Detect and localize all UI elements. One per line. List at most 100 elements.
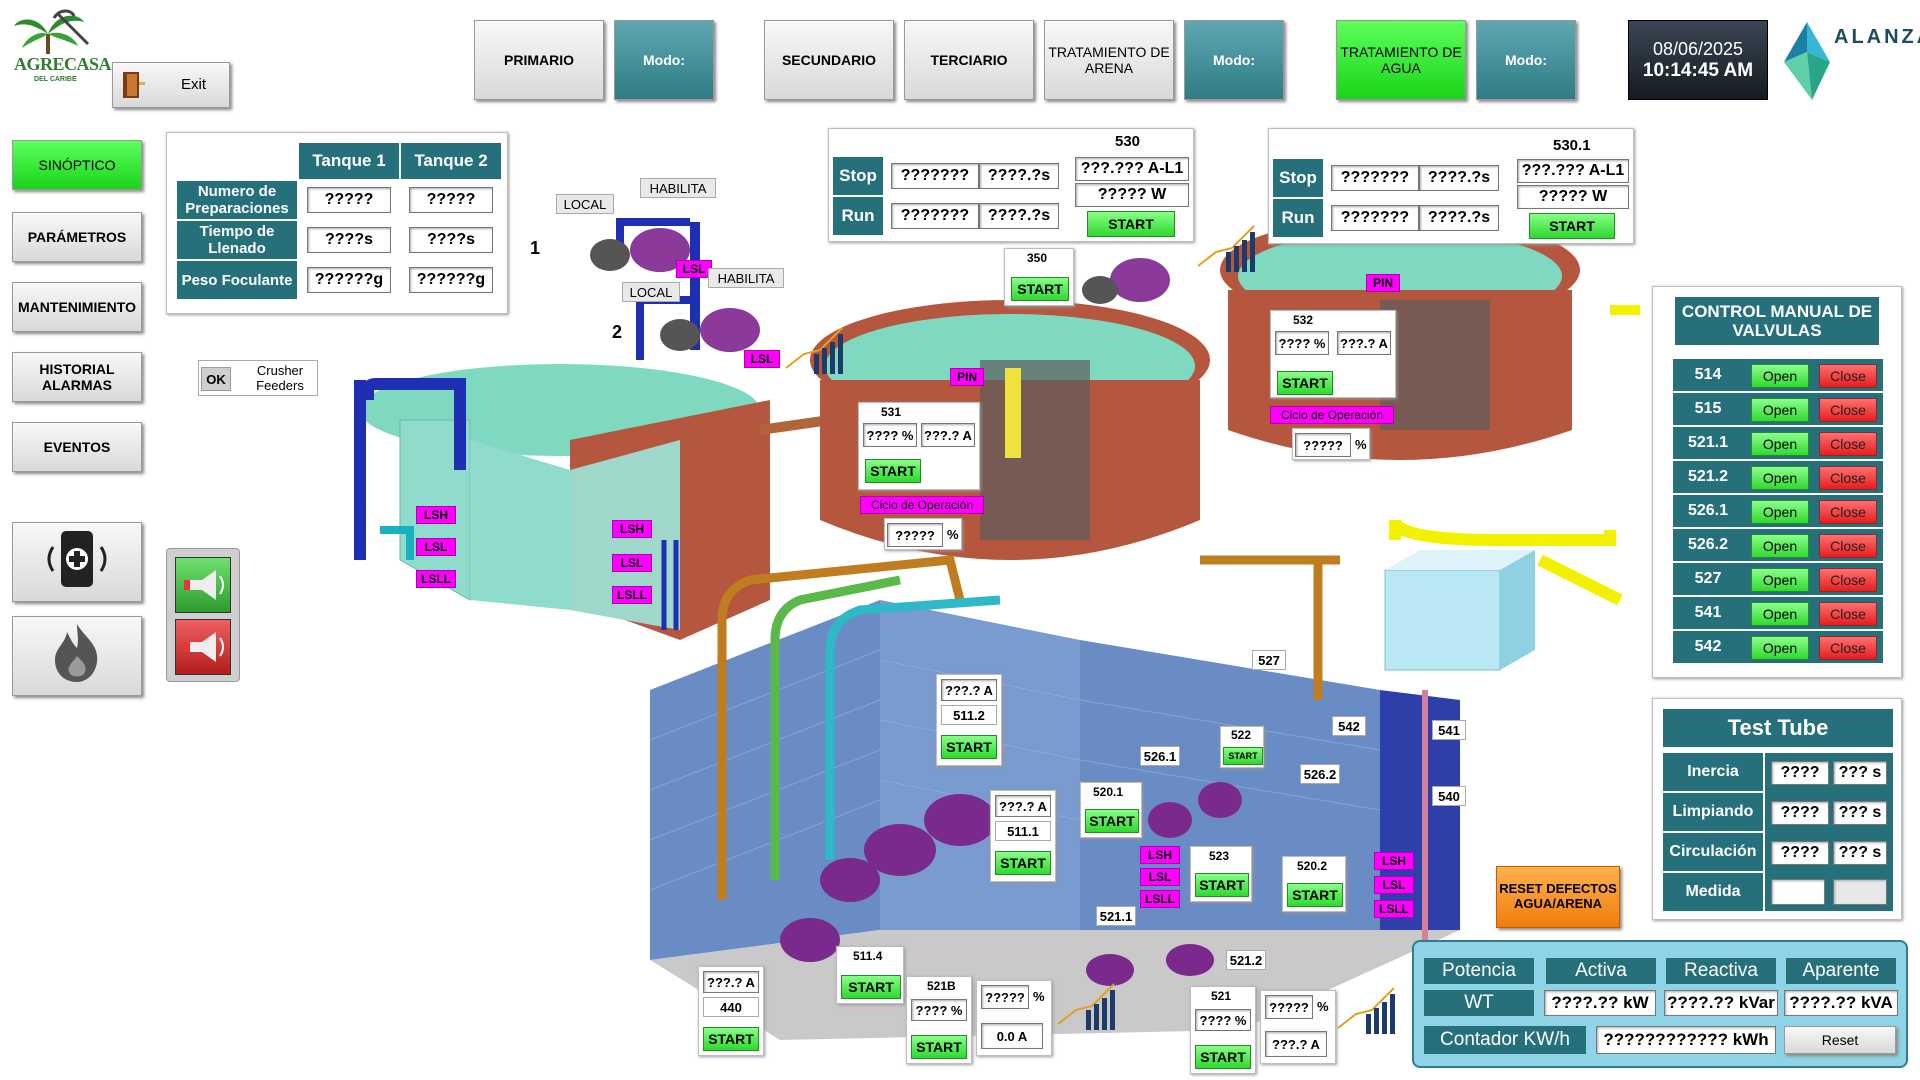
sidebar-sinoptico[interactable]: SINÓPTICO	[12, 140, 142, 190]
room-a-lsll-tag: LSLL	[1140, 890, 1180, 908]
sidebar-parametros[interactable]: PARÁMETROS	[12, 212, 142, 262]
pump-521b-cycle-value: ?????	[981, 985, 1029, 1009]
valve-open-button[interactable]: Open	[1751, 636, 1809, 660]
equip-531-start-button[interactable]: START	[865, 459, 921, 483]
equip-532-start-button[interactable]: START	[1277, 371, 1333, 395]
valve-open-button[interactable]: Open	[1751, 568, 1809, 592]
ciclo-operacion-tag: Ciclo de Operación	[1270, 406, 1394, 424]
row-label-peso: Peso Foculante	[177, 261, 297, 299]
pump-511-4: 511.4 START	[836, 946, 904, 1004]
pump-520-2-start-button[interactable]: START	[1287, 883, 1343, 907]
trend-chart-icon[interactable]	[1336, 984, 1406, 1036]
pump-511-1: ???.? A 511.1 START	[990, 790, 1056, 882]
equip-532-pct: ???? %	[1275, 331, 1329, 355]
crusher-ok-status: OK	[201, 367, 231, 391]
crusher-feeders-indicator: OK Crusher Feeders	[198, 360, 318, 396]
valve-close-button[interactable]: Close	[1819, 432, 1877, 456]
fire-alarm-button[interactable]	[12, 616, 142, 696]
pump-522: 522 START	[1220, 726, 1264, 768]
nav-secundario-button[interactable]: SECUNDARIO	[764, 20, 894, 100]
panel-530-current: ???.??? A-L1	[1075, 157, 1189, 181]
valve-open-button[interactable]: Open	[1751, 602, 1809, 626]
pump-511-1-amp: ???.? A	[995, 795, 1051, 817]
valve-close-button[interactable]: Close	[1819, 602, 1877, 626]
valve-open-button[interactable]: Open	[1751, 534, 1809, 558]
medical-emergency-button[interactable]	[12, 522, 142, 602]
time-text: 10:14:45 AM	[1642, 59, 1754, 81]
pump-350-label: 350	[1027, 251, 1048, 265]
sidebar-mantenimiento[interactable]: MANTENIMIENTO	[12, 282, 142, 332]
pump-511-4-start-button[interactable]: START	[841, 975, 901, 999]
modo-arena-button[interactable]: Modo:	[1184, 20, 1284, 100]
company-logo	[8, 4, 92, 88]
valve-close-button[interactable]: Close	[1819, 534, 1877, 558]
pump-521b: 521B ???? % START	[906, 976, 972, 1064]
valve-open-button[interactable]: Open	[1751, 398, 1809, 422]
valve-close-button[interactable]: Close	[1819, 466, 1877, 490]
modo-agua-button[interactable]: Modo:	[1476, 20, 1576, 100]
tank-left-lsl-tag: LSL	[416, 538, 456, 556]
sidebar-historial-alarmas[interactable]: HISTORIAL ALARMAS	[12, 352, 142, 402]
valve-close-button[interactable]: Close	[1819, 636, 1877, 660]
equip-531-label: 531	[881, 405, 902, 419]
panel-530-start-button[interactable]: START	[1087, 211, 1175, 237]
nav-tratamiento-agua-button[interactable]: TRATAMIENTO DE AGUA	[1336, 20, 1466, 100]
trend-chart-icon[interactable]	[1196, 222, 1266, 274]
reset-defectos-button[interactable]: RESET DEFECTOS AGUA/ARENA	[1496, 866, 1620, 928]
trend-chart-icon[interactable]	[1056, 980, 1126, 1032]
valve-open-button[interactable]: Open	[1751, 432, 1809, 456]
exit-button[interactable]: Exit	[112, 62, 230, 108]
pump-350-start-button[interactable]: START	[1011, 277, 1069, 301]
inercia-value: ????	[1771, 761, 1829, 785]
valve-close-button[interactable]: Close	[1819, 364, 1877, 388]
pump2-number: 2	[612, 322, 623, 342]
limpiando-value: ????	[1771, 801, 1829, 825]
pump1-number: 1	[530, 238, 541, 258]
reactive-power-value: ????.?? kVar	[1664, 990, 1778, 1016]
valve-id: 527	[1673, 563, 1743, 595]
modo-primario-button[interactable]: Modo:	[614, 20, 714, 100]
nav-tratamiento-arena-button[interactable]: TRATAMIENTO DE ARENA	[1044, 20, 1174, 100]
valve-open-button[interactable]: Open	[1751, 466, 1809, 490]
room-b-lsl-tag: LSL	[1374, 876, 1414, 894]
test-tube-title: Test Tube	[1663, 709, 1893, 747]
reset-counter-button[interactable]: Reset	[1784, 1026, 1896, 1054]
aparente-header: Aparente	[1786, 958, 1896, 984]
horn-alarm-green[interactable]	[175, 557, 231, 613]
megaphone-icon	[176, 570, 230, 616]
nav-terciario-button[interactable]: TERCIARIO	[904, 20, 1034, 100]
panel-530-1-start-button[interactable]: START	[1529, 213, 1615, 239]
pump-440-start-button[interactable]: START	[703, 1027, 759, 1051]
pump-440-label: 440	[703, 997, 759, 1017]
sidebar-eventos[interactable]: EVENTOS	[12, 422, 142, 472]
horn-alarm-red[interactable]	[175, 619, 231, 675]
pump-440-amp: ???.? A	[703, 971, 759, 993]
valve-open-button[interactable]: Open	[1751, 364, 1809, 388]
pump-521-cycle: ????? % ???.? A	[1260, 990, 1336, 1064]
valve-close-button[interactable]: Close	[1819, 568, 1877, 592]
circulacion-time: ??? s	[1833, 841, 1887, 865]
valve-control-title: CONTROL MANUAL DE VALVULAS	[1675, 297, 1879, 345]
valve-open-button[interactable]: Open	[1751, 500, 1809, 524]
pump-521-start-button[interactable]: START	[1195, 1045, 1251, 1069]
equip-531-amp: ???.? A	[921, 423, 975, 447]
percent-sign: %	[1355, 437, 1367, 452]
activa-header: Activa	[1546, 958, 1656, 984]
pump-522-start-button[interactable]: START	[1223, 747, 1263, 765]
pump-520-1-start-button[interactable]: START	[1085, 809, 1139, 833]
stop-label: Stop	[1273, 159, 1323, 197]
valve-close-button[interactable]: Close	[1819, 500, 1877, 524]
trend-chart-icon[interactable]	[784, 324, 854, 376]
valve-id: 514	[1673, 359, 1743, 391]
pump-521b-start-button[interactable]: START	[911, 1035, 967, 1059]
pump-511-1-start-button[interactable]: START	[995, 851, 1051, 875]
nav-primario-button[interactable]: PRIMARIO	[474, 20, 604, 100]
pump-523-start-button[interactable]: START	[1195, 873, 1249, 897]
run-counter: ???????	[891, 203, 979, 229]
valve-close-button[interactable]: Close	[1819, 398, 1877, 422]
pump-511-2-start-button[interactable]: START	[941, 735, 997, 759]
valve-label-527: 527	[1252, 650, 1286, 670]
